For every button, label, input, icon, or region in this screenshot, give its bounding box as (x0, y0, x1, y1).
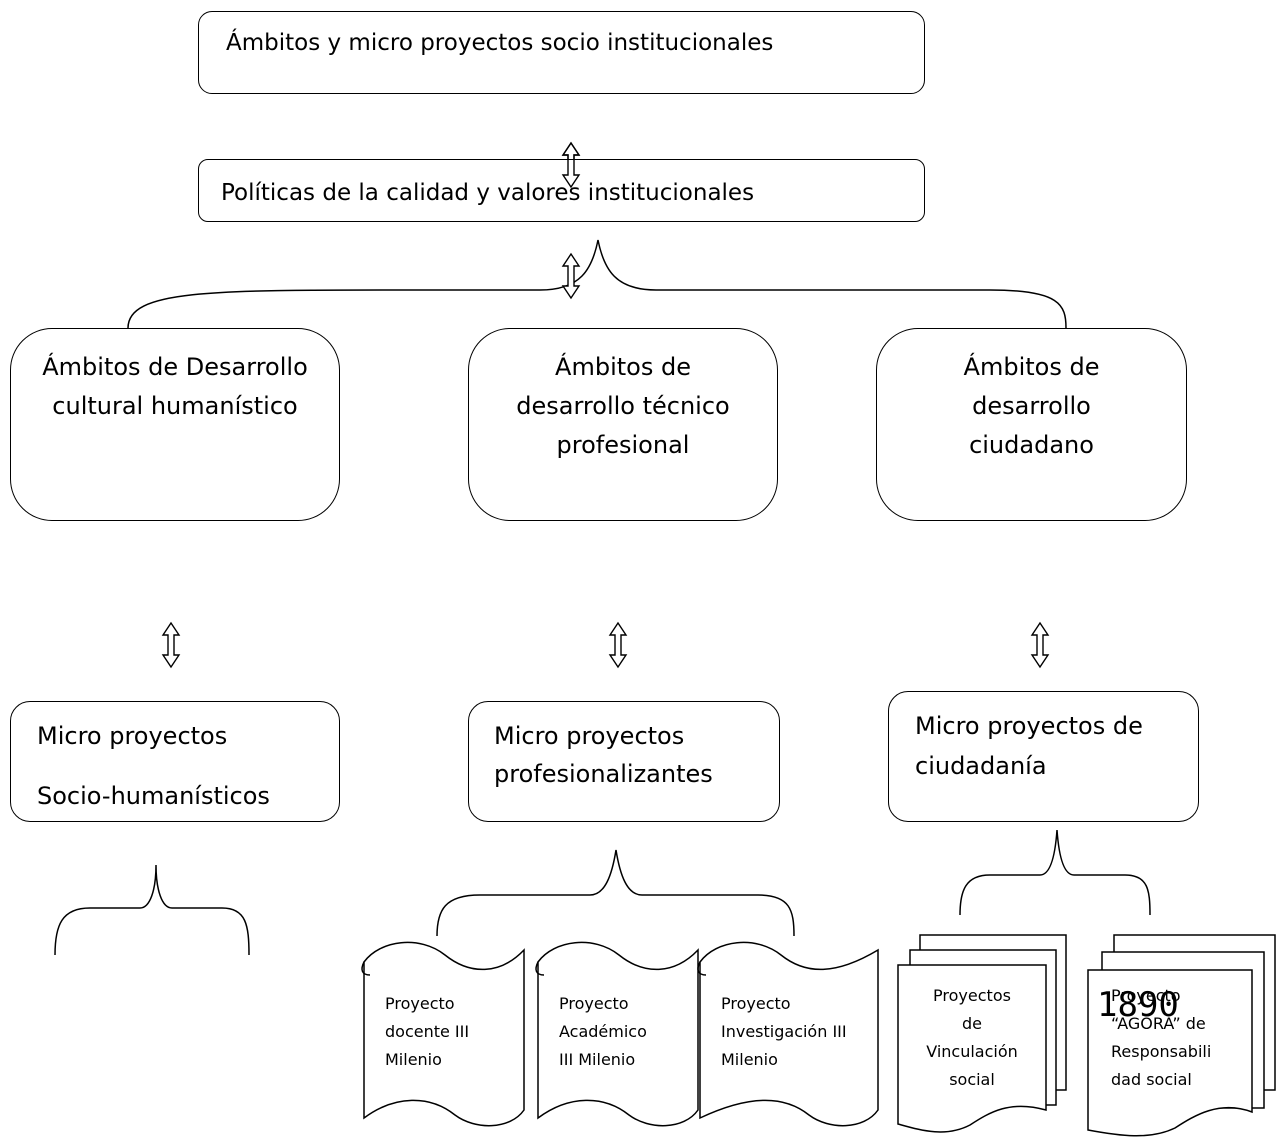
ambito-ciudadano-box (876, 328, 1187, 521)
brace-ciud (959, 829, 1151, 916)
micro-ciud-l1: Micro proyectos de (915, 712, 1143, 740)
documents-vinculacion (897, 934, 1067, 1133)
ambito-tecnico-box (468, 328, 778, 521)
ambito-cultural-box (10, 328, 340, 521)
title-text: Ámbitos y micro proyectos socio instituc… (226, 30, 774, 56)
micro-ciud-box (888, 691, 1199, 822)
ambito-cultural-text: Ámbitos de Desarrollo cultural humanísti… (42, 353, 308, 420)
policies-box (198, 159, 925, 222)
micro-socio-l2: Socio-humanísticos (37, 782, 270, 810)
micro-socio-box (10, 701, 340, 822)
page-number: 1890 (1097, 985, 1179, 1025)
micro-prof-l2: profesionalizantes (494, 760, 713, 788)
policies-text: Políticas de la calidad y valores instit… (221, 180, 755, 206)
title-box (198, 11, 925, 94)
brace-prof (436, 849, 795, 937)
documents-vinculacion-text: Proyectos de Vinculación social (926, 986, 1018, 1089)
scroll-investigacion-text: Proyecto Investigación III Milenio (721, 994, 847, 1069)
documents-agora (1087, 934, 1276, 1137)
micro-socio-l1: Micro proyectos (37, 722, 228, 750)
brace-socio (54, 864, 250, 956)
scroll-investigacion (697, 941, 879, 1127)
ambito-ciudadano-text: Ámbitos de desarrollo ciudadano (963, 353, 1100, 459)
micro-ciud-l2: ciudadanía (915, 752, 1047, 780)
scroll-docente (361, 941, 525, 1127)
ambito-tecnico-text: Ámbitos de desarrollo técnico profesiona… (516, 353, 730, 459)
micro-prof-box (468, 701, 780, 822)
scroll-academico-text: Proyecto Académico III Milenio (559, 994, 647, 1069)
micro-prof-l1: Micro proyectos (494, 722, 685, 750)
scroll-academico (535, 941, 699, 1127)
brace-ambitos (127, 239, 1067, 329)
documents-agora-text: Proyecto “AGORA” de Responsabili dad soc… (1111, 986, 1212, 1089)
scroll-docente-text: Proyecto docente III Milenio (385, 994, 470, 1069)
